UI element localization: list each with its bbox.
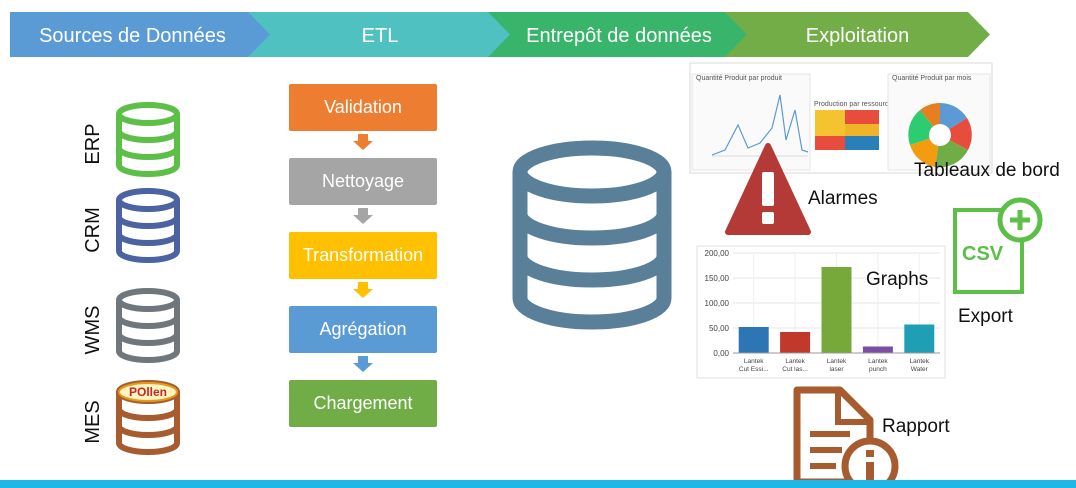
pipeline-stage: [488, 12, 750, 57]
pipeline-stage-label: Entrepôt de données: [526, 25, 712, 47]
etl-steps: ValidationNettoyageTransformationAgrégat…: [289, 84, 437, 427]
report-label: Rapport: [882, 416, 950, 437]
y-tick-label: 0,00: [713, 349, 729, 358]
logo-text: POllen: [129, 385, 167, 399]
csv-badge: CSV: [962, 243, 1004, 265]
report-document-icon: [793, 386, 899, 488]
graphs-label: Graphs: [866, 269, 928, 290]
etl-step-box: [289, 158, 437, 205]
warehouse-database-icon: [512, 140, 672, 330]
down-arrow-icon: [353, 134, 373, 150]
pipeline-stage-label: Exploitation: [806, 25, 909, 47]
pipeline-stage: [10, 12, 273, 57]
dashboard-thumbnail: Quantité Produit par produit Production …: [689, 62, 993, 174]
bar: [862, 346, 893, 353]
etl-step-label: Nettoyage: [322, 171, 404, 191]
bar: [738, 327, 769, 353]
data-sources: ERP CRM WMS MES POllen: [82, 102, 180, 455]
database-icon: [116, 188, 180, 263]
source-label: CRM: [82, 207, 104, 253]
dashboard-panel-title: Production par ressource: [814, 101, 892, 108]
bar: [821, 267, 852, 353]
dashboard-panel-title: Quantité Produit par produit: [696, 75, 782, 82]
pipeline-stage: [248, 12, 512, 57]
down-arrow-icon: [353, 356, 373, 372]
alarms-label: Alarmes: [808, 188, 878, 209]
etl-step-label: Validation: [324, 97, 402, 117]
source-crm: CRM: [82, 188, 180, 263]
source-wms: WMS: [82, 288, 180, 363]
etl-step-label: Chargement: [313, 393, 412, 413]
source-label: WMS: [82, 306, 104, 355]
y-tick-label: 100,00: [705, 299, 730, 308]
bar: [904, 324, 935, 353]
database-icon: [116, 288, 180, 363]
etl-step-label: Agrégation: [319, 319, 406, 339]
pipeline-header: Sources de Données ETL Entrepôt de données…: [10, 12, 990, 57]
down-arrow-icon: [353, 208, 373, 224]
export-label: Export: [958, 306, 1014, 327]
csv-export-icon: CSV: [953, 197, 1043, 294]
bar: [780, 332, 811, 353]
y-tick-label: 150,00: [705, 274, 730, 283]
dashboard-panel-title: Quantité Produit par mois: [892, 75, 972, 82]
etl-step-box: [289, 232, 437, 279]
pollen-logo: POllen: [118, 382, 178, 402]
pipeline-stage-label: ETL: [362, 25, 399, 47]
etl-step-box: [289, 306, 437, 353]
pipeline-stage-label: Sources de Données: [39, 25, 226, 47]
etl-step-box: [289, 84, 437, 131]
database-icon: [116, 102, 180, 177]
etl-step-label: Transformation: [303, 245, 423, 265]
alarm-warning-icon: [725, 143, 811, 235]
y-tick-label: 200,00: [705, 249, 730, 258]
source-erp: ERP: [82, 102, 180, 177]
down-arrow-icon: [353, 282, 373, 298]
source-mes: MES POllen: [82, 380, 180, 455]
y-tick-label: 50,00: [709, 324, 730, 333]
source-label: ERP: [82, 123, 104, 164]
dashboard-label: Tableaux de bord: [914, 160, 1060, 181]
source-label: MES: [82, 400, 104, 443]
bottom-accent-bar: [0, 480, 1076, 488]
etl-step-box: [289, 380, 437, 427]
pipeline-stage: [725, 12, 990, 57]
